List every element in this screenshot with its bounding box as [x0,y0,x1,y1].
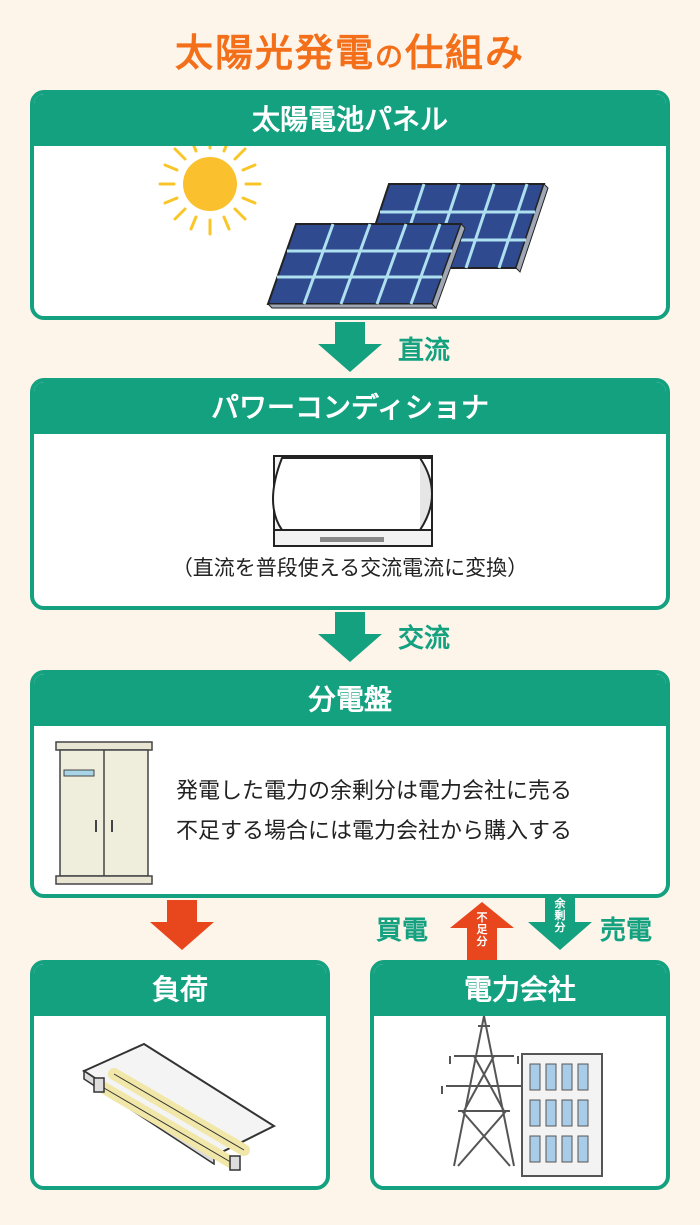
buy-label: 買電 [376,916,429,946]
load-arrow [150,900,214,950]
utility-box: 電力会社 [370,960,670,1190]
power-conditioner-note: （直流を普段使える交流電流に変換） [171,556,529,580]
distribution-board-icon [55,741,153,885]
title-main: 太陽光発電 [174,31,375,75]
power-conditioner-box: パワーコンディショナ （直流を普段使える交流電流に変換） [30,378,670,610]
dc-arrow [318,322,382,372]
desc-line-1: 発電した電力の余剰分は電力会社に売る [176,779,573,804]
solar-panel-icon [266,183,549,309]
solar-panel-box: 太陽電池パネル [30,90,670,320]
solar-panel-header: 太陽電池パネル [34,94,666,146]
distribution-board-box: 分電盤 発電した電力の余剰分は電力会社に売る 不足する場合には電力会社から購入す… [30,670,670,898]
ac-label: 交流 [398,624,451,654]
load-header: 負荷 [34,964,326,1016]
load-box: 負荷 [30,960,330,1190]
solar-illustration [158,146,549,309]
dc-label: 直流 [398,336,451,366]
page-title: 太陽光発電の仕組み [0,22,700,77]
power-conditioner-icon [272,455,433,547]
sell-arrow [528,896,592,950]
desc-line-2: 不足する場合には電力会社から購入する [176,819,573,844]
sell-label: 売電 [600,916,653,946]
distribution-board-header: 分電盤 [34,674,666,726]
distribution-board-desc: 発電した電力の余剰分は電力会社に売る 不足する場合には電力会社から購入する [176,772,572,852]
building-icon [521,1053,603,1177]
transmission-tower-icon [441,1016,527,1167]
surplus-label: 余剰分 [554,897,566,934]
title-tail: 仕組み [405,31,526,75]
title-particle: の [374,40,405,73]
power-conditioner-header: パワーコンディショナ [34,382,666,434]
shortage-label: 不足分 [476,911,488,948]
utility-header: 電力会社 [374,964,666,1016]
ac-arrow [318,612,382,662]
utility-illustration [441,1016,603,1177]
buy-arrow [450,902,514,960]
fluorescent-light-icon [81,1042,277,1171]
sun-icon [158,146,262,236]
